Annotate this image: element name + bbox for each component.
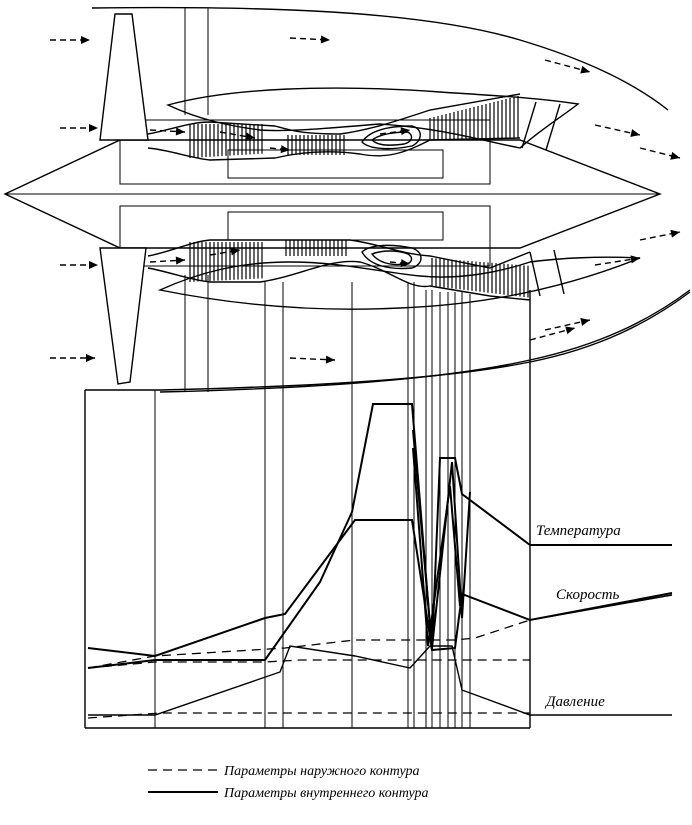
combustor-bottom-liner	[370, 250, 413, 266]
turbine-blades-top	[429, 96, 519, 140]
arrow-icon	[580, 318, 590, 326]
velocity-outer-curve	[87, 619, 531, 669]
flow-arrow-shaft	[219, 131, 256, 139]
arrow-icon	[565, 326, 575, 335]
legend-inner-label: Параметры внутреннего контура	[223, 786, 429, 801]
legend-outer-label: Параметры наружного контура	[223, 764, 419, 779]
arrow-icon	[630, 129, 640, 137]
pressure-outer-curve	[87, 659, 530, 669]
arrow-icon	[280, 145, 290, 154]
temperature-zigzag	[412, 429, 471, 649]
arrow-icon	[89, 261, 98, 269]
hp-compressor-blades-top	[287, 135, 345, 155]
hp-shaft-bottom	[227, 211, 444, 241]
turbine-blades-bottom	[431, 258, 529, 298]
flow-arrows	[50, 35, 681, 364]
arrow-icon	[580, 65, 590, 74]
flow-arrow-shaft	[149, 259, 186, 263]
temperature-inner-curve	[87, 403, 672, 669]
pressure-label: Давление	[544, 694, 605, 710]
parameter-chart: Температура Скорость Давление	[84, 282, 691, 729]
core-passage-top	[147, 93, 521, 135]
flow-arrow-shaft	[544, 319, 591, 331]
arrow-icon	[175, 127, 185, 136]
fan-blade-top	[99, 13, 149, 141]
legend: Параметры наружного контура Параметры вн…	[148, 764, 429, 801]
core-passage-bottom-inner	[147, 260, 531, 301]
flow-arrow-shaft	[529, 327, 576, 341]
core-passage-bottom	[147, 239, 531, 269]
combustor-bottom	[361, 244, 422, 270]
nozzle-strut	[529, 251, 541, 297]
lp-compressor-blades-bottom	[189, 242, 263, 282]
nacelle-top	[165, 87, 580, 149]
flow-arrow-shaft	[594, 257, 641, 266]
arrow-icon	[670, 151, 680, 160]
arrow-icon	[630, 255, 640, 264]
arrow-icon	[230, 247, 240, 256]
velocity-label: Скорость	[556, 587, 619, 603]
flow-arrow-shaft	[544, 59, 591, 73]
arrow-icon	[400, 259, 410, 268]
shaft-frame-bottom	[119, 205, 491, 267]
arrow-icon	[175, 256, 185, 265]
fan-blade-bottom	[99, 247, 147, 385]
chart-top-curve	[159, 291, 691, 391]
station-lines	[154, 282, 471, 728]
arrow-icon	[245, 132, 255, 141]
flow-arrow-shaft	[149, 129, 186, 133]
temperature-outer-curve	[87, 712, 530, 719]
outer-duct-bottom	[159, 289, 691, 393]
arrow-icon	[320, 35, 330, 44]
flow-arrow-shaft	[289, 357, 336, 361]
velocity-zigzag	[412, 447, 461, 647]
arrow-icon	[400, 127, 410, 136]
flow-arrow-shaft	[269, 147, 291, 151]
arrow-icon	[86, 354, 95, 362]
arrow-icon	[89, 124, 98, 132]
arrow-icon	[325, 355, 335, 364]
arrow-icon	[670, 229, 680, 238]
arrow-icon	[81, 36, 90, 44]
flow-arrow-shaft	[594, 124, 641, 136]
nozzle-strut	[545, 103, 561, 151]
nozzle-strut	[521, 101, 537, 149]
velocity-right-curve	[529, 594, 673, 621]
combustor-top-liner	[370, 131, 413, 146]
temperature-label: Температура	[536, 523, 621, 539]
lp-compressor-blades-top	[189, 124, 263, 158]
core-passage-top-inner	[147, 137, 521, 161]
hp-compressor-blades-bottom	[285, 240, 347, 256]
combustor-top	[361, 125, 421, 150]
velocity-inner-curve	[87, 519, 673, 658]
shaft-frame-top	[119, 119, 491, 185]
flow-arrow-shaft	[389, 261, 411, 265]
pressure-inner-curve	[88, 645, 672, 716]
outer-duct-top	[91, 6, 669, 111]
engine-cross-section	[3, 6, 691, 393]
nozzle-strut	[553, 249, 565, 295]
